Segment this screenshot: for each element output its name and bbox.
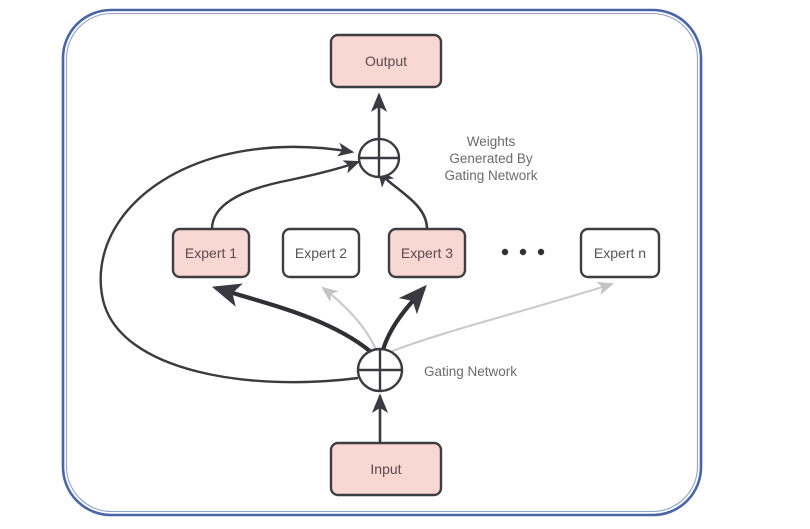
weights-annotation-line-1: Weights (467, 134, 516, 149)
node-expert-2-label: Expert 2 (295, 245, 347, 261)
node-expert-2[interactable]: Expert 2 (281, 227, 361, 279)
node-input[interactable]: Input (329, 441, 443, 497)
edge-expert3-to-sum (377, 168, 429, 230)
gating-network-node (356, 347, 404, 393)
edge-expert1-to-sum (210, 160, 361, 230)
node-input-label: Input (370, 461, 401, 477)
edge-gating-to-expert2 (321, 286, 378, 351)
edge-gating-to-sum-left-sweep (99, 142, 359, 384)
experts-ellipsis (501, 248, 545, 256)
summation-node (357, 137, 401, 179)
node-output[interactable]: Output (329, 33, 443, 89)
node-expert-n[interactable]: Expert n (579, 227, 661, 279)
gating-network-annotation: Gating Network (424, 364, 517, 379)
outer-frame-inner-line (65, 12, 699, 513)
edge-gating-to-expert3 (380, 284, 427, 351)
node-expert-1[interactable]: Expert 1 (171, 227, 251, 279)
node-expert-1-label: Expert 1 (185, 245, 237, 261)
weights-annotation-line-2: Generated By (449, 151, 533, 166)
edge-gating-to-expert1 (211, 283, 373, 354)
node-expert-3[interactable]: Expert 3 (387, 227, 467, 279)
edge-gating-to-expertn (389, 281, 615, 354)
node-output-label: Output (365, 53, 407, 69)
node-expert-n-label: Expert n (594, 245, 646, 261)
node-expert-3-label: Expert 3 (401, 245, 453, 261)
weights-annotation: Weights Generated By Gating Network (444, 134, 537, 183)
weights-annotation-line-3: Gating Network (444, 168, 537, 183)
outer-frame (61, 8, 703, 517)
